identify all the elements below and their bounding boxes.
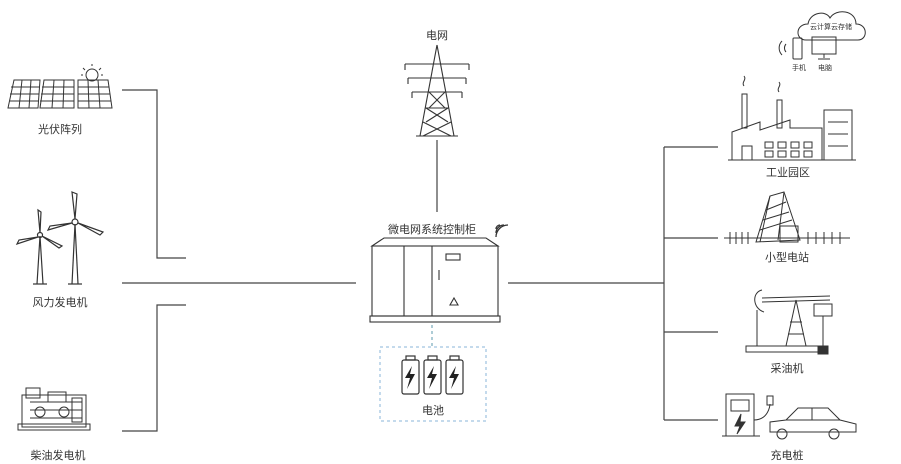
wifi-icon	[495, 224, 509, 238]
solar-connection-line	[122, 89, 186, 259]
phone-icon	[792, 37, 803, 60]
diesel-label: 柴油发电机	[30, 449, 86, 462]
factory-icon	[728, 75, 856, 161]
solar-label: 光伏阵列	[38, 123, 82, 136]
wind-label: 风力发电机	[32, 296, 88, 309]
cabinet-label: 微电网系统控制柜	[388, 223, 476, 236]
control-cabinet-icon	[369, 237, 501, 323]
battery-icon	[401, 355, 464, 395]
oil-pump-icon	[745, 289, 833, 355]
solar-panel-icon	[7, 64, 113, 109]
small-station-icon	[724, 191, 850, 244]
phone-label: 手机	[792, 64, 806, 72]
oil-label: 采油机	[770, 362, 804, 375]
computer-icon	[811, 36, 837, 60]
car-icon	[769, 407, 857, 440]
cloud-label: 云计算云存储	[810, 23, 852, 31]
computer-label: 电脑	[818, 64, 832, 72]
power-tower-icon	[404, 44, 470, 137]
signal-icon	[778, 40, 787, 56]
industrial-label: 工业园区	[766, 166, 810, 179]
battery-label: 电池	[422, 404, 444, 417]
grid-label: 电网	[426, 29, 448, 42]
lightning-icon	[405, 366, 459, 389]
small-station-label: 小型电站	[765, 251, 809, 264]
cloud-icon	[797, 11, 866, 41]
diesel-connection-line	[122, 304, 186, 432]
wind-turbine-icon	[15, 191, 105, 285]
charging-pile-icon	[722, 393, 774, 437]
charging-label: 充电桩	[770, 449, 804, 462]
diesel-generator-icon	[17, 387, 91, 431]
